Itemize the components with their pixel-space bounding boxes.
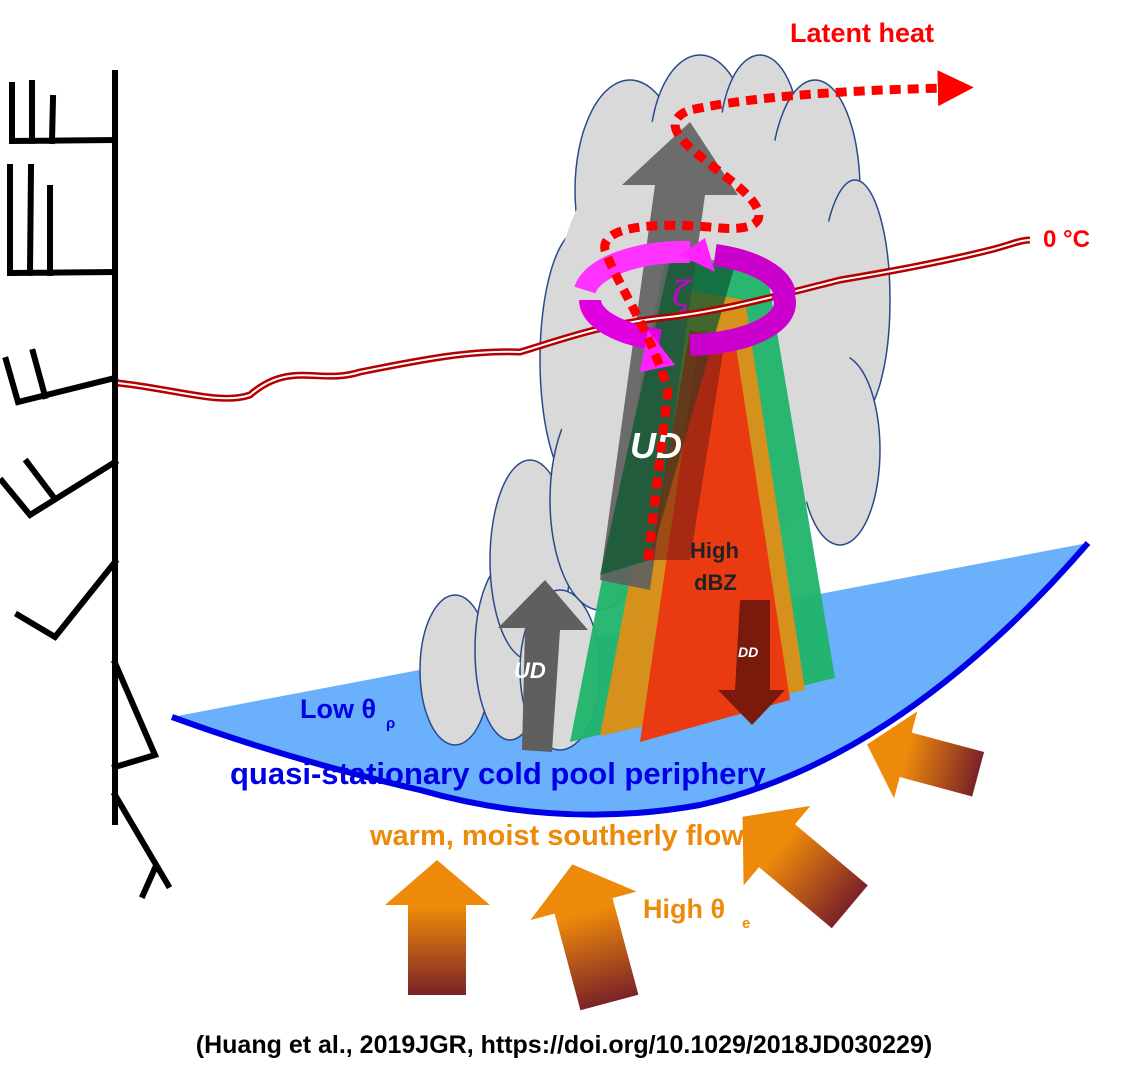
zero-c-label: 0 °C [1043,226,1090,253]
high-theta-e-label: High θ [643,894,725,924]
high-theta-e-subscript: e [742,915,750,932]
rotation-vortex [574,238,796,372]
latent-heat-path [600,70,974,561]
low-theta-subscript: ρ [386,715,395,732]
vorticity-symbol: ζ [672,274,693,314]
ud-main-label: UD [630,425,682,466]
wind-profile-barbs [0,70,173,899]
low-theta-label: Low θ [300,694,376,724]
ud-small-label: UD [514,658,546,683]
citation: (Huang et al., 2019JGR, https://doi.org/… [196,1031,932,1059]
latent-heat-label: Latent heat [790,18,934,48]
inflow-arrows [385,711,985,1011]
high-dbz-label-2: dBZ [694,570,737,595]
cold-pool-edge [170,541,1091,818]
high-dbz-label-1: High [690,538,739,563]
cold-pool-label: quasi-stationary cold pool periphery [230,756,766,791]
southerly-flow-label: warm, moist southerly flow [369,820,744,852]
dd-label: DD [738,644,758,660]
downdraft-arrow [718,600,785,725]
small-updraft-arrow [498,580,588,752]
dark-core-band [650,330,725,560]
